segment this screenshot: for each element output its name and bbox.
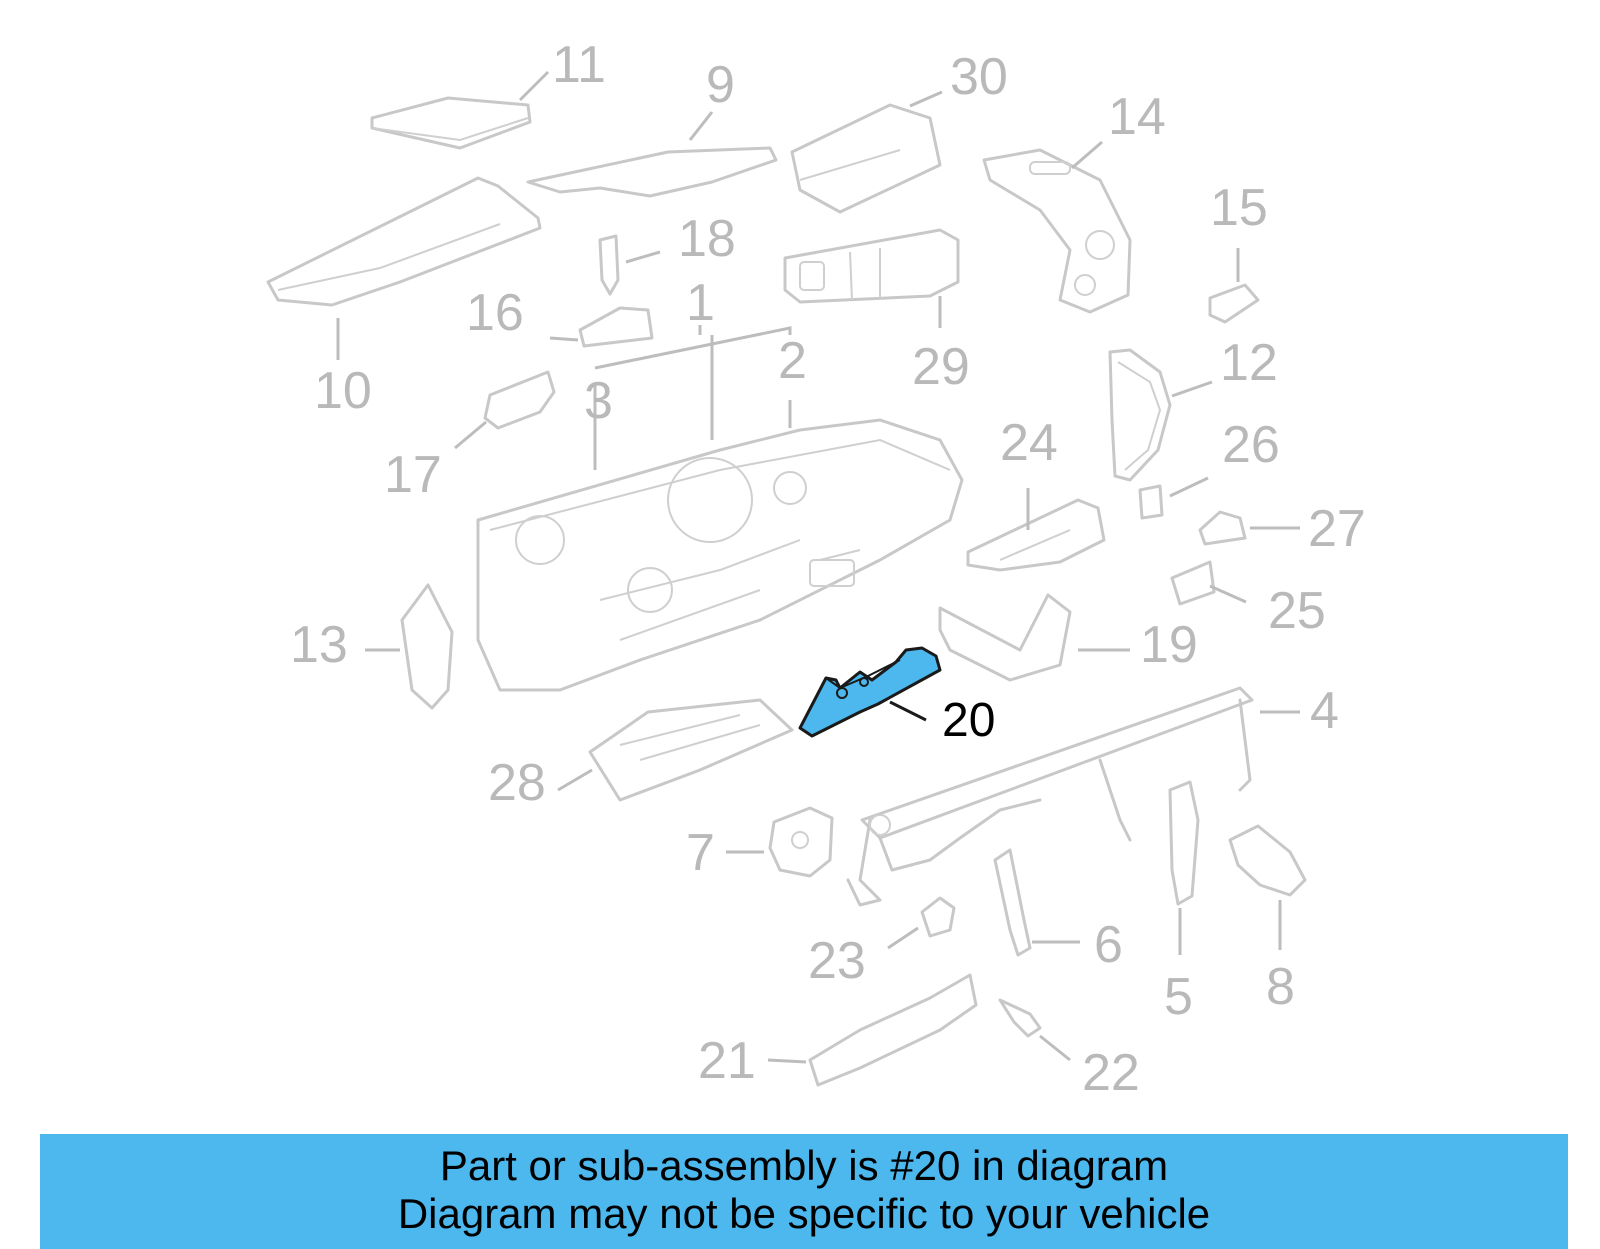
callout-14: 14 [1108,88,1166,146]
part-10 [266,176,542,307]
callout-10: 10 [314,362,372,420]
callout-1: 1 [686,274,715,332]
callout-3: 3 [584,372,613,430]
callout-labels: 11 9 30 14 15 18 16 1 2 29 12 10 3 24 26… [290,36,1366,1102]
part-16 [578,306,654,348]
part-30 [790,103,942,214]
callout-24: 24 [1000,414,1058,472]
part-14 [982,148,1132,314]
callout-28: 28 [488,754,546,812]
callout-7: 7 [686,824,715,882]
part-19 [938,593,1072,682]
parts-diagram: 11 9 30 14 15 18 16 1 2 29 12 10 3 24 26… [266,36,1366,1102]
part-5 [1168,780,1200,906]
callout-26: 26 [1222,416,1280,474]
part-29 [783,228,960,304]
callout-20-highlighted: 20 [942,694,995,747]
info-banner: Part or sub-assembly is #20 in diagram D… [40,1134,1568,1249]
callout-17: 17 [384,446,442,504]
part-24 [966,498,1106,572]
banner-line-1: Part or sub-assembly is #20 in diagram [439,1142,1169,1189]
callout-9: 9 [706,56,735,114]
callout-11: 11 [552,36,606,94]
part-15 [1208,283,1260,324]
callout-19: 19 [1140,616,1198,674]
callout-25: 25 [1268,582,1326,640]
part-28 [588,698,794,802]
callout-23: 23 [808,932,866,990]
callout-22: 22 [1082,1044,1140,1102]
part-4-crossbeam [846,686,1254,907]
callout-16: 16 [466,284,524,342]
part-17 [483,370,556,430]
part-25 [1170,560,1216,606]
banner-line-2: Diagram may not be specific to your vehi… [397,1190,1211,1237]
part-8 [1228,824,1307,897]
part-7 [768,806,834,878]
part-27 [1198,510,1247,546]
leader-lines [336,70,1300,1064]
callout-13: 13 [290,616,348,674]
part-11 [370,96,532,150]
part-20-highlighted [798,646,942,738]
part-22 [998,998,1042,1038]
part-13 [400,583,454,710]
part-18 [598,234,620,296]
callout-2: 2 [778,332,807,390]
callout-15: 15 [1210,179,1268,237]
callout-6: 6 [1094,916,1123,974]
callout-5: 5 [1164,968,1193,1026]
callout-18: 18 [678,210,736,268]
part-21 [808,973,978,1087]
part-1-instrument-panel [476,418,964,692]
part-12 [1108,348,1172,482]
callout-12: 12 [1220,334,1278,392]
part-9 [526,146,778,198]
part-23 [920,896,956,938]
part-26 [1138,484,1164,520]
callout-29: 29 [912,338,970,396]
callout-8: 8 [1266,958,1295,1016]
callout-21: 21 [698,1032,756,1090]
callout-4: 4 [1310,682,1339,740]
callout-27: 27 [1308,500,1366,558]
part-6 [993,848,1032,957]
callout-30: 30 [950,48,1008,106]
